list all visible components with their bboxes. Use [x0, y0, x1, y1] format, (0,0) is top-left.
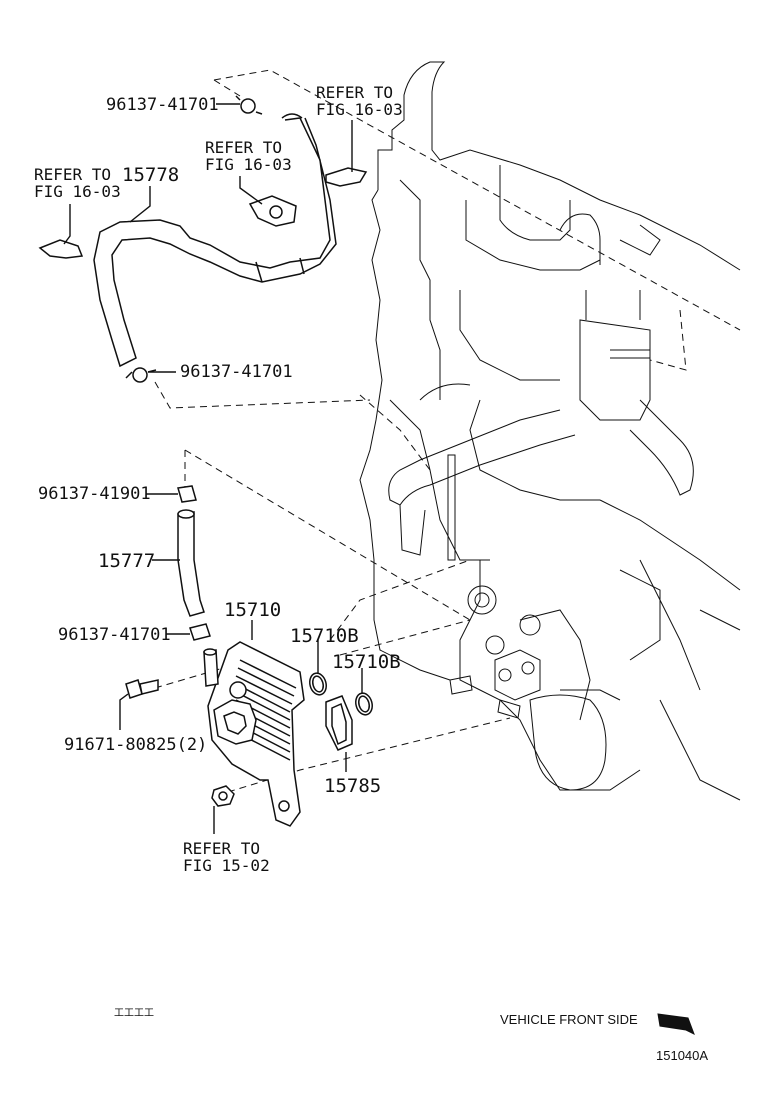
ref-top-right-line1: REFER TO — [316, 83, 394, 102]
part-number-hose-upper: 15778 — [122, 164, 180, 186]
part-number-gasket: 15785 — [324, 775, 382, 797]
part-number-bolt: 91671-80825(2) — [64, 735, 208, 755]
ref-left-line2: FIG 16-03 — [34, 182, 121, 201]
ref-left-line1: REFER TO — [34, 165, 112, 184]
lower-hose-15777 — [177, 509, 205, 617]
label-leader-lines — [63, 103, 363, 834]
figure-code: 151040A — [656, 1048, 709, 1063]
engine-block-outline — [359, 61, 741, 801]
ref-top-right-line2: FIG 16-03 — [316, 100, 403, 119]
part-number-o-ring-2: 15710B — [332, 651, 401, 673]
part-number-clamp-top: 96137-41701 — [106, 95, 219, 115]
vehicle-front-side-label: VEHICLE FRONT SIDE — [500, 1012, 638, 1027]
part-number-clamp-mid: 96137-41701 — [180, 362, 293, 382]
gasket-15785 — [325, 695, 353, 751]
ref-bottom-line1: REFER TO — [183, 839, 261, 858]
part-number-clamp-lower: 96137-41901 — [38, 484, 151, 504]
footer-small-mark: 工工工工 — [114, 1008, 154, 1019]
part-number-o-ring-1: 15710B — [290, 625, 359, 647]
nut-bottom — [211, 785, 235, 807]
bolt-91671-80825 — [125, 679, 159, 699]
o-rings-15710B — [309, 672, 373, 716]
upper-hose-15778 — [93, 113, 337, 368]
dashed-leader-lines — [154, 69, 741, 793]
ref-bottom-line2: FIG 15-02 — [183, 856, 270, 875]
vehicle-front-arrow-icon — [657, 1013, 695, 1036]
ref-top-middle-line1: REFER TO — [205, 138, 283, 157]
part-number-hose-lower: 15777 — [98, 550, 156, 572]
hose-clamps — [125, 95, 263, 641]
ref-top-middle-line2: FIG 16-03 — [205, 155, 292, 174]
part-number-clamp-bottom: 96137-41701 — [58, 625, 171, 645]
oil-cooler-15710 — [203, 641, 305, 827]
part-number-oil-cooler: 15710 — [224, 599, 282, 621]
